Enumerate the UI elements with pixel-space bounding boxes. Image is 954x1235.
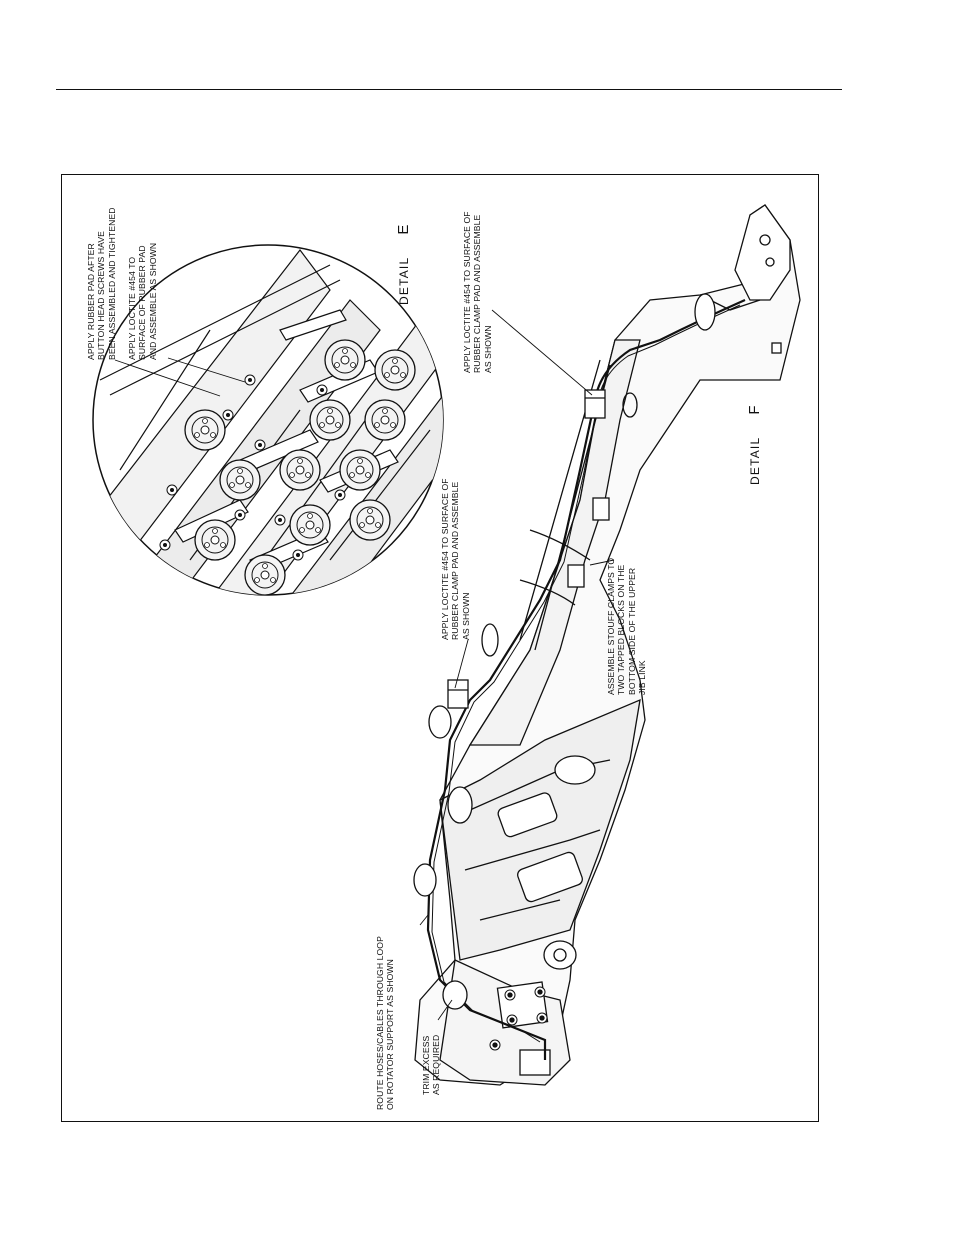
callout-line: AS SHOWN (482, 325, 493, 373)
callout-line: BOTTOM SIDE OF THE UPPER (626, 567, 637, 695)
callout-line: BEEN ASSEMBLED AND TIGHTENED (106, 207, 117, 360)
detail-letter: F (746, 405, 763, 415)
callout-trim-excess: TRIM EXCESS AS REQUIRED (421, 1035, 442, 1095)
callout-loctite-clamp-upper: APPLY LOCTITE #454 TO SURFACE OF RUBBER … (462, 211, 493, 373)
callout-line: AND ASSEMBLE AS SHOWN (147, 242, 158, 360)
callout-line: AS REQUIRED (431, 1034, 442, 1095)
header-rule (56, 89, 842, 90)
callout-line: RUBBER CLAMP PAD AND ASSEMBLE (450, 481, 461, 640)
jib-link-assembly (413, 204, 801, 1086)
callout-loctite-rubber-pad: APPLY LOCTITE #454 TO SURFACE OF RUBBER … (127, 243, 158, 360)
callout-line: APPLY LOCTITE #454 TO SURFACE OF (462, 211, 472, 373)
leader-lines (114, 309, 615, 1021)
callout-line: RUBBER CLAMP PAD AND ASSEMBLE (472, 214, 483, 373)
detail-e-label: DETAIL E (395, 225, 412, 305)
callout-route-hoses: ROUTE HOSES/CABLES THROUGH LOOP ON ROTAT… (375, 936, 396, 1110)
callout-line: ROUTE HOSES/CABLES THROUGH LOOP (375, 936, 385, 1110)
figure-frame (61, 174, 819, 1122)
callout-rubber-pad: APPLY RUBBER PAD AFTER BUTTON HEAD SCREW… (86, 207, 117, 360)
detail-f-label: DETAIL F (746, 406, 763, 486)
callout-line: APPLY LOCTITE #454 TO (127, 256, 137, 360)
detail-word: DETAIL (748, 436, 762, 485)
callout-line: AS SHOWN (460, 592, 471, 640)
detail-word: DETAIL (397, 256, 411, 305)
callout-line: BUTTON HEAD SCREWS HAVE (96, 231, 107, 360)
callout-loctite-clamp-mid: APPLY LOCTITE #454 TO SURFACE OF RUBBER … (440, 478, 471, 640)
callout-line: TRIM EXCESS (421, 1035, 431, 1095)
callout-line: JIB LINK (637, 660, 648, 695)
callout-line: TWO TAPPED BLOCKS ON THE (616, 564, 627, 695)
callout-stouff-clamps: ASSEMBLE STOUFF CLAMPS TO TWO TAPPED BLO… (606, 558, 648, 695)
callout-line: SURFACE OF RUBBER PAD (137, 245, 148, 360)
callout-line: APPLY RUBBER PAD AFTER (86, 243, 96, 360)
callout-line: ASSEMBLE STOUFF CLAMPS TO (606, 557, 616, 695)
detail-letter: E (395, 224, 412, 235)
callout-line: APPLY LOCTITE #454 TO SURFACE OF (440, 478, 450, 640)
detail-e-magnified-view (92, 244, 444, 596)
callout-line: ON ROTATOR SUPPORT AS SHOWN (385, 959, 396, 1110)
